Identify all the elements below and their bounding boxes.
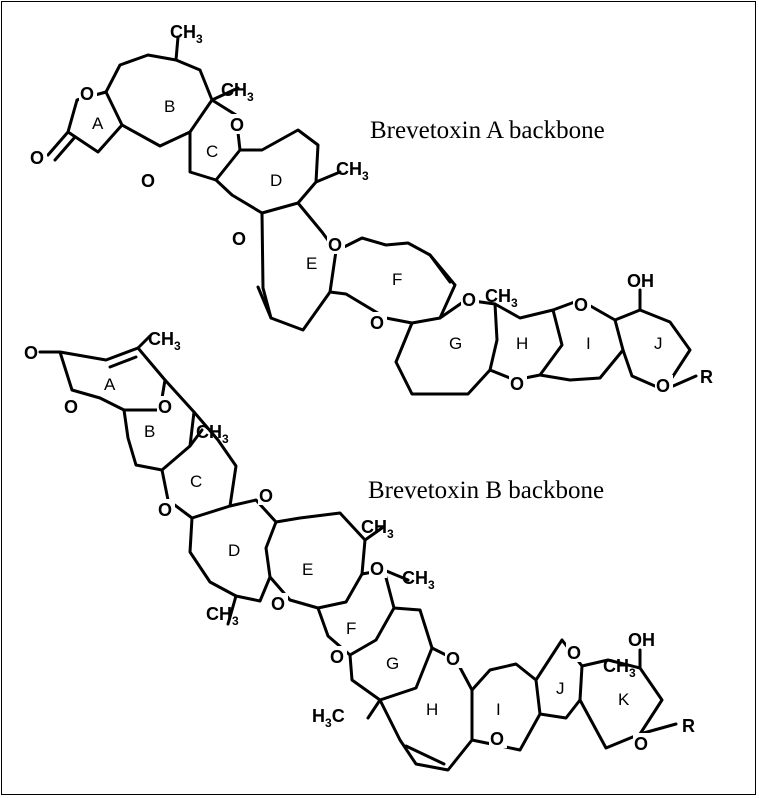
ring-label: J <box>654 334 663 353</box>
ring-label: F <box>392 270 402 289</box>
brevetoxin-a-ring-labels: A B C D E F G H I J <box>92 97 663 353</box>
ring-label: J <box>556 679 565 698</box>
ring-label: H <box>426 700 438 719</box>
ring-label: C <box>190 472 202 491</box>
methyl-group: CH3 <box>221 80 254 104</box>
brevetoxin-b-atom-labels: O CH3 O O CH3 O O CH3 O CH3 O CH3 O <box>24 329 695 754</box>
r-group: R <box>700 367 713 387</box>
methyl-group: CH3 <box>603 656 636 680</box>
ring-label: I <box>586 334 591 353</box>
oxygen-atom: O <box>446 649 460 669</box>
ring-label: H <box>516 334 528 353</box>
oxygen-atom: O <box>259 486 273 506</box>
oxygen-atom: O <box>330 647 344 667</box>
oxygen-atom: O <box>634 734 648 754</box>
ring-label: G <box>449 334 462 353</box>
methyl-group: CH3 <box>402 568 435 592</box>
hydroxyl-group: OH <box>628 630 655 650</box>
oxygen-atom: O <box>158 397 172 417</box>
brevetoxin-b-ring-labels: A B C D E F G H I J K <box>104 375 630 719</box>
oxygen-atom: O <box>510 374 524 394</box>
oxygen-atom: O <box>230 115 244 135</box>
caption-brevetoxin-a: Brevetoxin A backbone <box>370 117 605 144</box>
brevetoxin-a-atom-labels: O O O CH3 CH3 O O CH3 O O O <box>29 22 713 396</box>
brevetoxin-b-bonds <box>38 334 678 772</box>
brevetoxin-a-structure: O O O CH3 CH3 O O CH3 O O O <box>29 22 713 396</box>
caption-brevetoxin-b: Brevetoxin B backbone <box>368 477 604 504</box>
hydroxyl-group: OH <box>627 271 654 291</box>
methyl-group: CH3 <box>485 286 518 310</box>
oxygen-atom: O <box>64 397 78 417</box>
ring-label: E <box>302 560 313 579</box>
oxygen-atom: O <box>370 313 384 333</box>
oxygen-atom: O <box>80 84 94 104</box>
oxygen-atom: O <box>370 559 384 579</box>
ring-label: I <box>496 700 501 719</box>
ring-label: G <box>386 654 399 673</box>
oxygen-atom: O <box>656 376 670 396</box>
oxygen-atom: O <box>271 594 285 614</box>
ring-label: B <box>144 422 155 441</box>
methyl-group: CH3 <box>148 329 181 353</box>
ring-label: E <box>306 254 317 273</box>
oxygen-atom: O <box>574 295 588 315</box>
methyl-group: CH3 <box>206 604 239 628</box>
oxygen-atom: O <box>141 171 155 191</box>
methyl-group: CH3 <box>336 159 369 183</box>
methyl-group: H3C <box>312 706 345 730</box>
oxygen-atom: O <box>328 235 342 255</box>
ring-label: D <box>228 541 240 560</box>
oxygen-atom: O <box>232 229 246 249</box>
oxygen-atom: O <box>462 290 476 310</box>
methyl-group: CH3 <box>170 22 203 46</box>
oxygen-atom: O <box>158 500 172 520</box>
ring-label: C <box>206 142 218 161</box>
carbonyl-oxygen-atom: O <box>30 148 44 168</box>
oxygen-atom: O <box>490 729 504 749</box>
r-group: R <box>682 716 695 736</box>
methyl-group: CH3 <box>361 517 394 541</box>
ring-label: D <box>270 171 282 190</box>
ring-label: A <box>92 114 104 133</box>
ring-label: A <box>104 375 116 394</box>
oxygen-atom: O <box>567 643 581 663</box>
brevetoxin-b-structure: O CH3 O O CH3 O O CH3 O CH3 O CH3 O <box>24 329 695 772</box>
ring-label: B <box>164 97 175 116</box>
ring-label: K <box>618 690 630 709</box>
ring-label: F <box>346 619 356 638</box>
methyl-group: CH3 <box>196 422 229 446</box>
carbonyl-oxygen-atom: O <box>24 343 38 363</box>
